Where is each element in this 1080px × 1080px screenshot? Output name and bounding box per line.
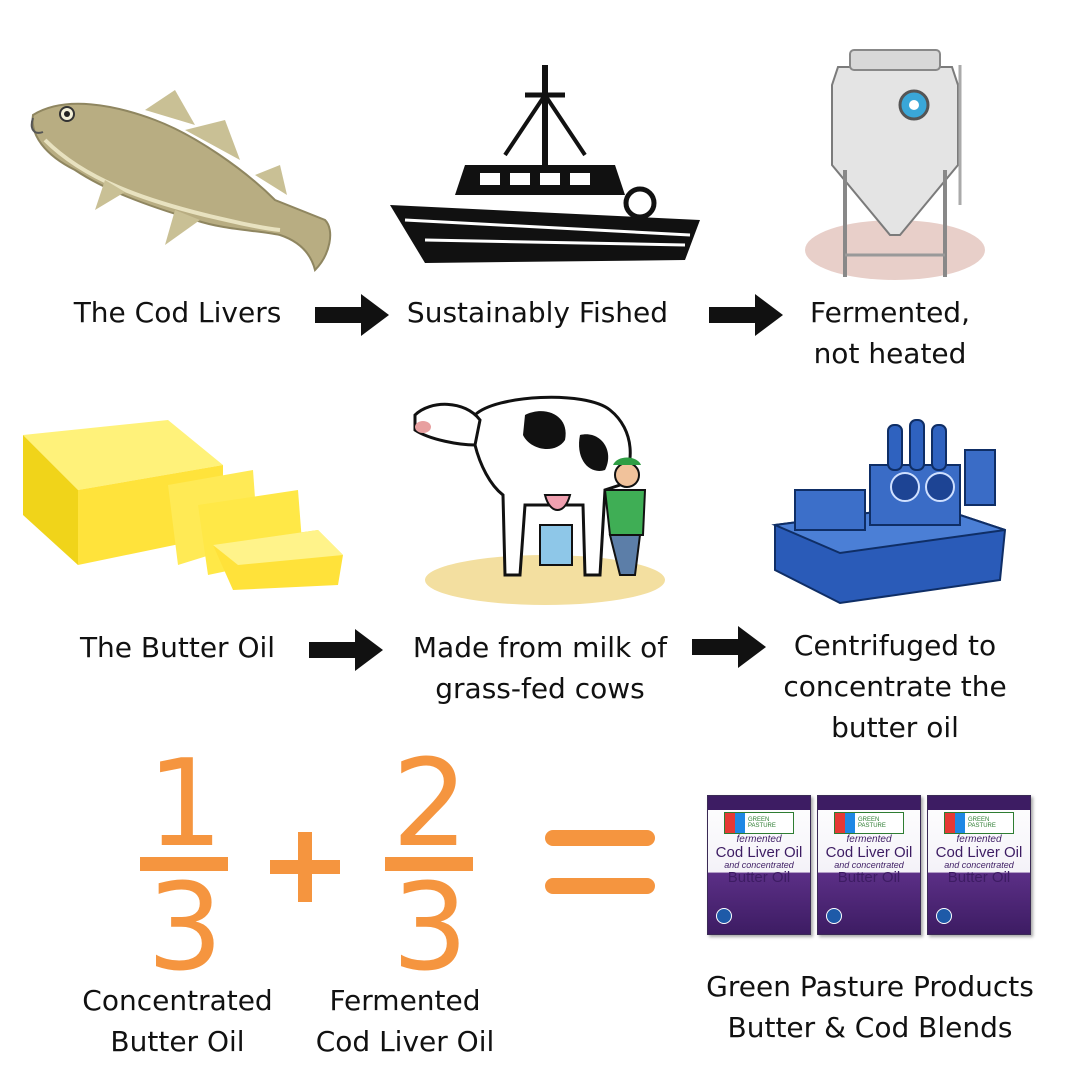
green-pasture-products-label: Green Pasture Products Butter & Cod Blen… xyxy=(695,966,1045,1048)
arrow-right-icon xyxy=(709,294,783,336)
product-box: GREEN PASTURE fermented Cod Liver Oil an… xyxy=(927,795,1031,935)
frac2-label-line-1: Fermented xyxy=(329,984,481,1017)
fishing-boat-icon xyxy=(390,65,700,263)
butter-oil-label: The Butter Oil xyxy=(55,627,300,668)
centrifuged-line-3: butter oil xyxy=(831,711,959,744)
brand-logo: GREEN PASTURE xyxy=(944,812,1014,834)
sustainably-fished-text: Sustainably Fished xyxy=(406,296,669,329)
certification-seal-icon xyxy=(716,908,732,924)
product-boxes: GREEN PASTURE fermented Cod Liver Oil an… xyxy=(707,795,1037,940)
cod-fish-icon xyxy=(30,90,332,272)
centrifuged-line-1: Centrifuged to xyxy=(793,629,997,662)
arrow-right-icon xyxy=(315,294,389,336)
arrow-right-icon xyxy=(309,629,383,671)
butter-block-icon xyxy=(23,420,343,590)
frac2-label-line-2: Cod Liver Oil xyxy=(315,1025,495,1058)
denominator: 3 xyxy=(146,859,224,998)
centrifuged-label: Centrifuged to concentrate the butter oi… xyxy=(770,625,1020,748)
milk-line-2: grass-fed cows xyxy=(435,672,645,705)
fermented-line-2: not heated xyxy=(813,337,967,370)
denominator: 3 xyxy=(391,859,469,998)
butter-oil-text: The Butter Oil xyxy=(79,631,276,664)
cod-livers-label: The Cod Livers xyxy=(55,292,300,333)
fraction-two-thirds: 2 3 xyxy=(370,735,490,989)
sustainably-fished-label: Sustainably Fished xyxy=(400,292,675,333)
numerator: 2 xyxy=(391,735,469,874)
centrifuge-machine-icon xyxy=(771,419,1007,605)
fraction-one-third: 1 3 xyxy=(125,735,245,989)
cod-livers-text: The Cod Livers xyxy=(73,296,282,329)
brand-logo: GREEN PASTURE xyxy=(724,812,794,834)
equals-sign xyxy=(545,830,655,900)
brand-logo: GREEN PASTURE xyxy=(834,812,904,834)
centrifuged-line-2: concentrate the xyxy=(783,670,1007,703)
fermented-line-1: Fermented, xyxy=(810,296,970,329)
cow-milking-icon xyxy=(413,395,665,605)
product-box: GREEN PASTURE fermented Cod Liver Oil an… xyxy=(817,795,921,935)
concentrated-butter-oil-label: Concentrated Butter Oil xyxy=(65,980,290,1062)
result-line-2: Butter & Cod Blends xyxy=(727,1011,1013,1044)
product-box: GREEN PASTURE fermented Cod Liver Oil an… xyxy=(707,795,811,935)
result-line-1: Green Pasture Products xyxy=(706,970,1034,1003)
fermented-label: Fermented, not heated xyxy=(790,292,990,374)
certification-seal-icon xyxy=(936,908,952,924)
fermentation-tank-icon xyxy=(805,49,985,280)
frac1-label-line-2: Butter Oil xyxy=(110,1025,245,1058)
frac1-label-line-1: Concentrated xyxy=(82,984,273,1017)
milk-line-1: Made from milk of xyxy=(412,631,668,664)
fraction-bar xyxy=(140,857,228,871)
fraction-bar xyxy=(385,857,473,871)
fermented-cod-liver-oil-label: Fermented Cod Liver Oil xyxy=(300,980,510,1062)
plus-sign xyxy=(270,832,340,902)
milk-label: Made from milk of grass-fed cows xyxy=(400,627,680,709)
numerator: 1 xyxy=(146,735,224,874)
certification-seal-icon xyxy=(826,908,842,924)
arrow-right-icon xyxy=(692,626,766,668)
